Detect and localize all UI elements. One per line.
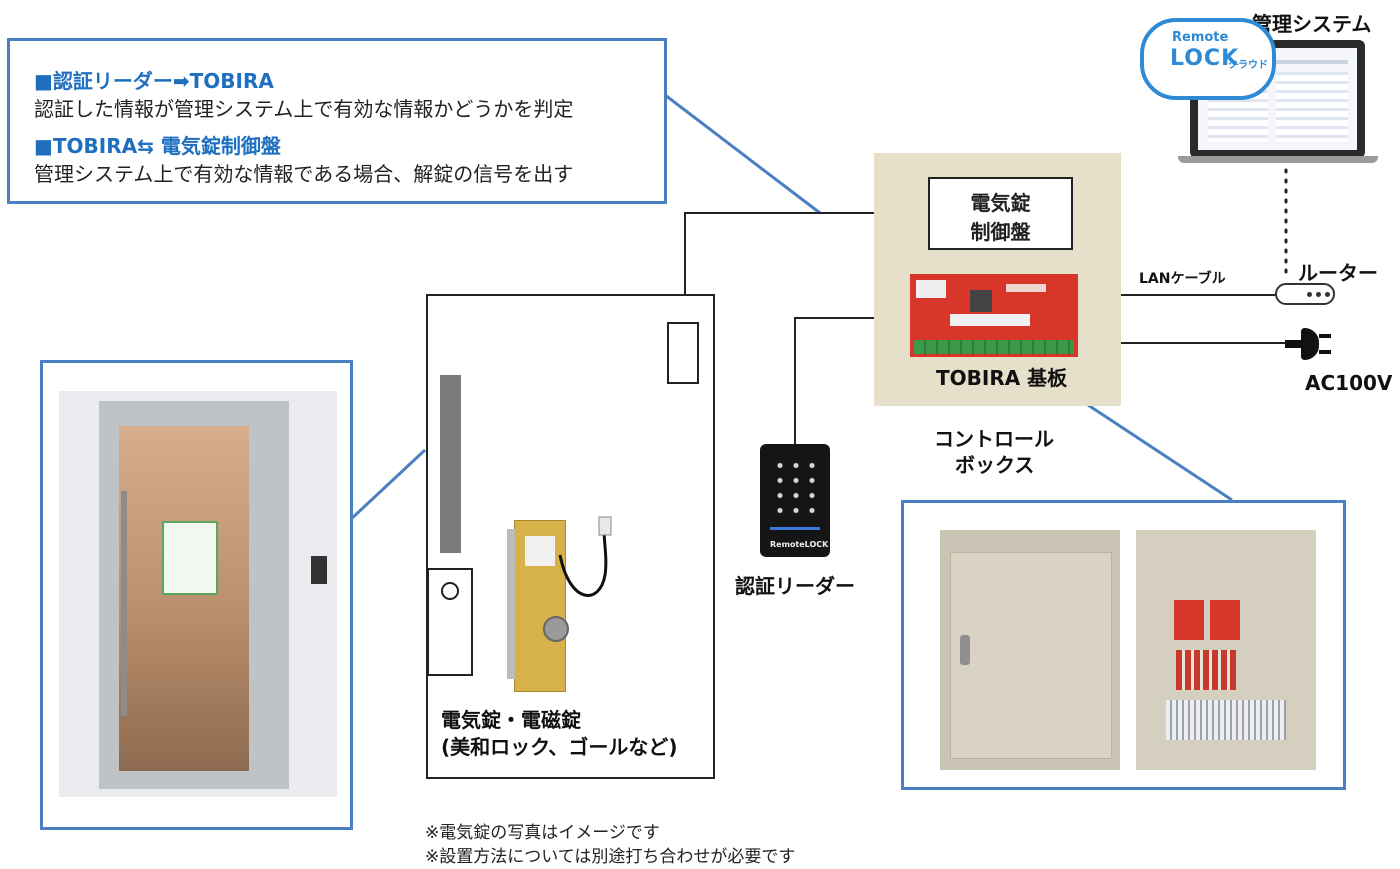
electric-lock-panel: 電気錠 制御盤 (928, 177, 1073, 250)
door-diagram (426, 294, 715, 779)
power-label: AC100V (1305, 371, 1393, 395)
control-box-caption-line2: ボックス (955, 453, 1035, 477)
info-line2-heading: ■TOBIRA⇆ 電気錠制御盤 (34, 134, 281, 158)
board-label: TOBIRA 基板 (936, 366, 1068, 390)
control-box-caption-line1: コントロール (934, 427, 1054, 451)
lock-label-line1: 電気錠・電磁錠 (441, 708, 581, 732)
door-photo (59, 391, 337, 797)
lock-block (427, 568, 473, 676)
note-line2: ※設置方法については別途打ち合わせが必要です (425, 847, 796, 867)
keypad-icon (772, 458, 820, 518)
note-line1: ※電気錠の写真はイメージです (425, 823, 660, 843)
info-box: ■認証リーダー➡TOBIRA 認証した情報が管理システム上で有効な情報かどうかを… (7, 38, 667, 204)
management-title: 管理システム (1252, 12, 1372, 36)
router-icon (1275, 283, 1335, 305)
lock-label-line2: (美和ロック、ゴールなど) (441, 735, 678, 759)
tobira-board (910, 274, 1078, 357)
laptop-base (1178, 156, 1378, 163)
power-plug-icon (1285, 324, 1333, 364)
info-line1-body: 認証した情報が管理システム上で有効な情報かどうかを判定 (34, 97, 574, 121)
door-sensor (667, 322, 699, 384)
electric-lock-image (507, 520, 569, 692)
control-box-photo-frame (901, 500, 1346, 790)
cloud-logo-icon: Remote LOCK クラウド (1140, 18, 1276, 100)
door-handle (440, 375, 461, 553)
lan-cable-label: LANケーブル (1139, 271, 1226, 287)
router-label: ルーター (1298, 261, 1378, 285)
lock-cable-icon (558, 516, 612, 597)
closed-box-photo (940, 530, 1120, 770)
open-box-photo (1136, 530, 1316, 770)
info-line2-body: 管理システム上で有効な情報である場合、解錠の信号を出す (34, 162, 574, 186)
keyhole-icon (441, 582, 459, 600)
door-photo-frame (40, 360, 353, 830)
info-line1-heading: ■認証リーダー➡TOBIRA (34, 69, 274, 93)
reader-label: 認証リーダー (735, 574, 855, 598)
auth-reader-device: RemoteLOCK (760, 444, 830, 557)
